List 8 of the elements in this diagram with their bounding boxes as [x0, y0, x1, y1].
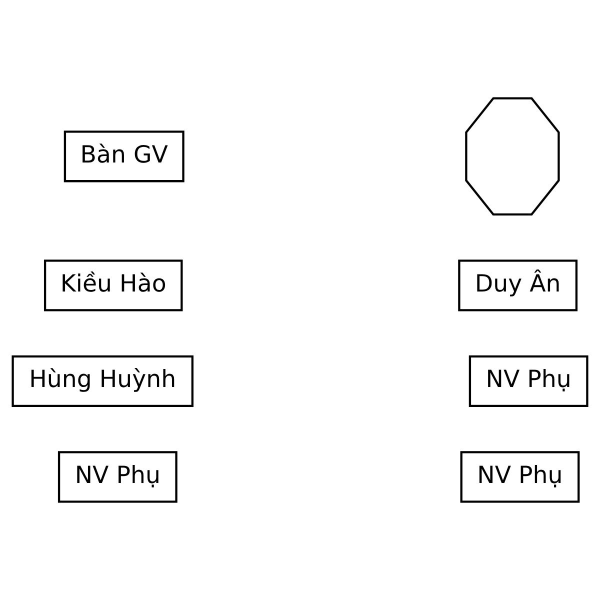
- node-box: Hùng Huỳnh: [12, 355, 194, 408]
- node-box: Bàn GV: [64, 130, 184, 182]
- node-box: Duy Ân: [458, 260, 578, 312]
- node-octagon: [465, 97, 560, 216]
- node-box: NV Phụ: [460, 451, 580, 503]
- node-box: Kiều Hào: [44, 260, 183, 312]
- node-box: NV Phụ: [58, 451, 178, 503]
- node-box: NV Phụ: [468, 355, 588, 408]
